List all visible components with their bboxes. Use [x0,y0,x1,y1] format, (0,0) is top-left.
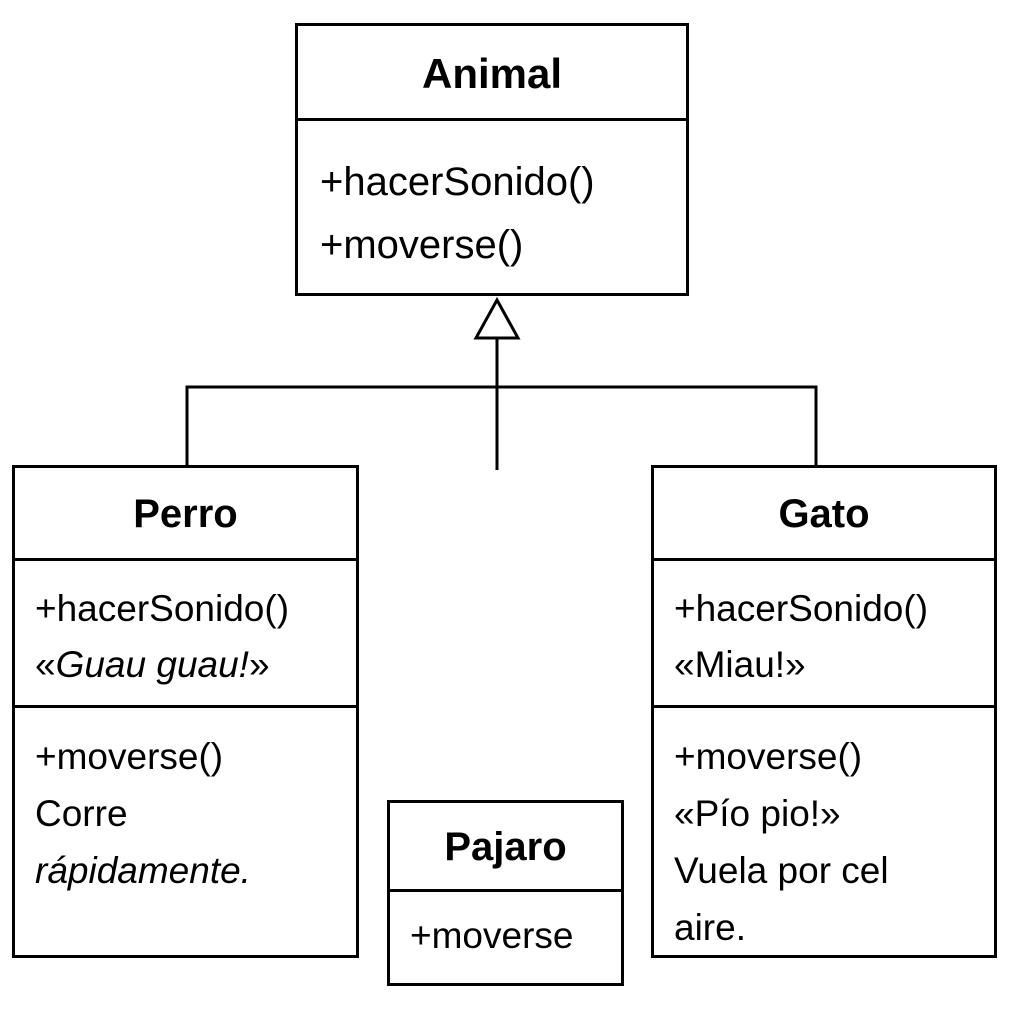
class-gato-move-section: +moverse() «Pío pio!» Vuela por cel aire… [654,708,994,956]
perro-method-moverse: +moverse() [35,736,224,777]
class-animal: Animal +hacerSonido() +moverse() [295,23,689,296]
animal-method-moverse: +moverse() [320,223,524,267]
class-pajaro-name: Pajaro [390,803,621,892]
class-gato: Gato +hacerSonido() «Miau!» +moverse() «… [651,465,997,958]
class-pajaro: Pajaro +moverse [387,800,624,986]
gato-move-desc-line2: aire. [674,907,746,948]
class-gato-sound-section: +hacerSonido() «Miau!» [654,561,994,708]
perro-sound-text: Guau guau! [55,644,249,685]
class-perro-move-section: +moverse() Corre rápidamente. [15,708,356,899]
gato-move-note: «Pío pio!» [674,793,841,834]
perro-sound-close-quote: » [248,644,270,685]
class-perro-name: Perro [15,468,356,561]
class-perro: Perro +hacerSonido() «Guau guau!» +mover… [12,465,359,958]
class-pajaro-methods: +moverse [390,892,621,964]
perro-sound-note: «Guau guau!» [35,637,356,693]
pajaro-method-moverse: +moverse [410,915,574,956]
inheritance-line-perro [185,385,818,465]
gato-sound-note: «Miau!» [674,644,806,685]
perro-move-note-line2: rápidamente. [35,850,251,891]
inheritance-arrowhead [473,296,521,340]
perro-sound-open-quote: « [35,644,56,685]
gato-move-desc-line1: Vuela por cel [674,850,889,891]
animal-method-hacer-sonido: +hacerSonido() [320,160,595,204]
perro-method-hacer-sonido: +hacerSonido() [35,588,290,629]
class-animal-methods: +hacerSonido() +moverse() [298,121,686,277]
gato-method-hacer-sonido: +hacerSonido() [674,588,929,629]
perro-move-note-line1: Corre [35,793,128,834]
class-animal-name: Animal [298,26,686,121]
class-perro-sound-section: +hacerSonido() «Guau guau!» [15,561,356,708]
gato-method-moverse: +moverse() [674,736,863,777]
class-gato-name: Gato [654,468,994,561]
